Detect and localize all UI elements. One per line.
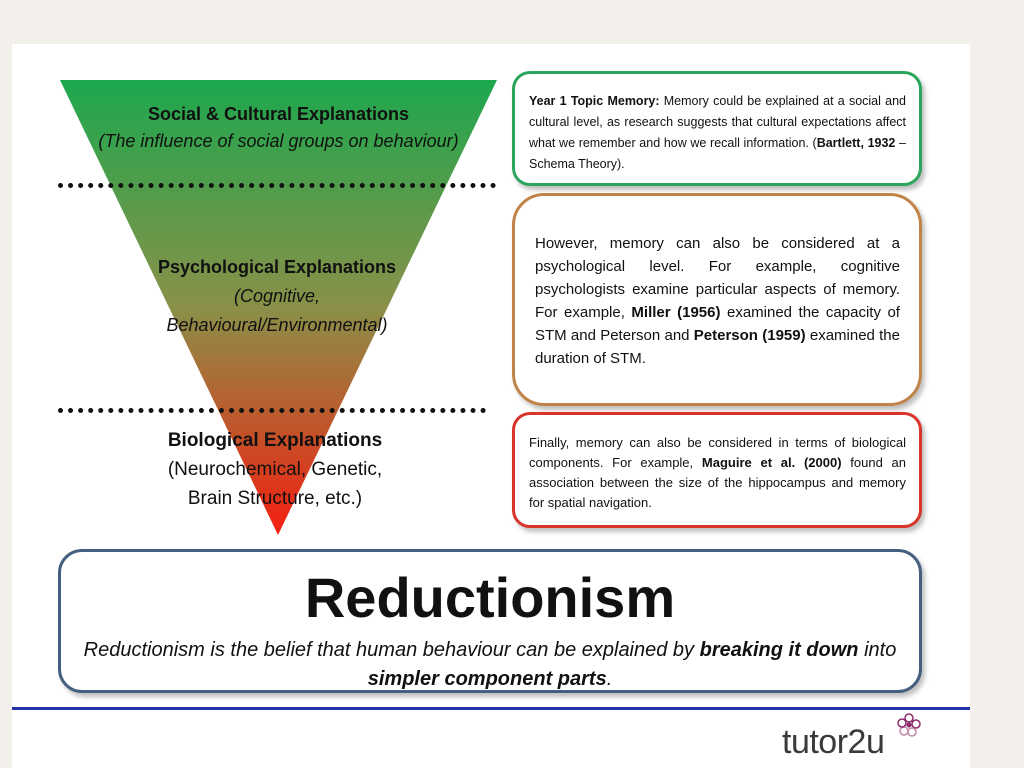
reductionism-definition: Reductionism is the belief that human be… [81,636,899,694]
level-psychological: Psychological Explanations (Cognitive, B… [60,254,494,339]
level-psychological-title: Psychological Explanations [157,257,397,277]
reductionism-box: Reductionism Reductionism is the belief … [58,549,922,693]
level-biological-subtitle-1: (Neurochemical, Genetic, [167,459,383,480]
box-text: Finally, memory can also be considered i… [529,435,906,470]
box-term: Year 1 Topic Memory: [529,94,660,108]
level-social-title: Social & Cultural Explanations [147,104,410,124]
definition-text: . [606,668,613,690]
level-divider-top [58,183,496,188]
level-biological-subtitle-2: Brain Structure, etc.) [187,488,363,509]
box-text: – Schema Theory). [529,136,906,171]
citation: Bartlett, 1932 [816,136,896,150]
box-text: found an association between the size of… [529,455,906,510]
level-divider-bottom [58,408,486,413]
level-biological-title: Biological Explanations [167,430,383,451]
box-text: Memory could be explained at a social an… [529,94,906,150]
definition-text: into [858,639,897,661]
reductionism-title: Reductionism [304,566,676,629]
citation: Peterson (1959) [693,327,806,344]
citation: Maguire et al. (2000) [701,455,842,470]
definition-emphasis: breaking it down [699,639,859,661]
definition-emphasis: simpler component parts [367,668,607,690]
level-social-subtitle: (The influence of social groups on behav… [98,131,459,151]
definition-text: Reductionism is the belief that human be… [83,639,700,661]
footer-rule [12,707,970,710]
box-text: However, memory can also be considered a… [535,235,900,321]
citation: Miller (1956) [631,304,721,321]
level-psychological-subtitle-1: (Cognitive, [233,286,321,306]
biological-explanation-box: Finally, memory can also be considered i… [512,412,922,528]
tutor2u-logo: tutor2u [782,723,885,761]
level-biological: Biological Explanations (Neurochemical, … [60,426,490,513]
social-explanation-box: Year 1 Topic Memory: Memory could be exp… [512,71,922,186]
box-text: examined the capacity of STM and Peterso… [535,304,900,344]
flower-icon [897,713,921,737]
level-social: Social & Cultural Explanations (The infl… [60,101,497,155]
level-psychological-subtitle-2: Behavioural/Environmental) [166,315,388,335]
box-text: examined the duration of STM. [535,327,900,367]
psychological-explanation-box: However, memory can also be considered a… [512,193,922,406]
